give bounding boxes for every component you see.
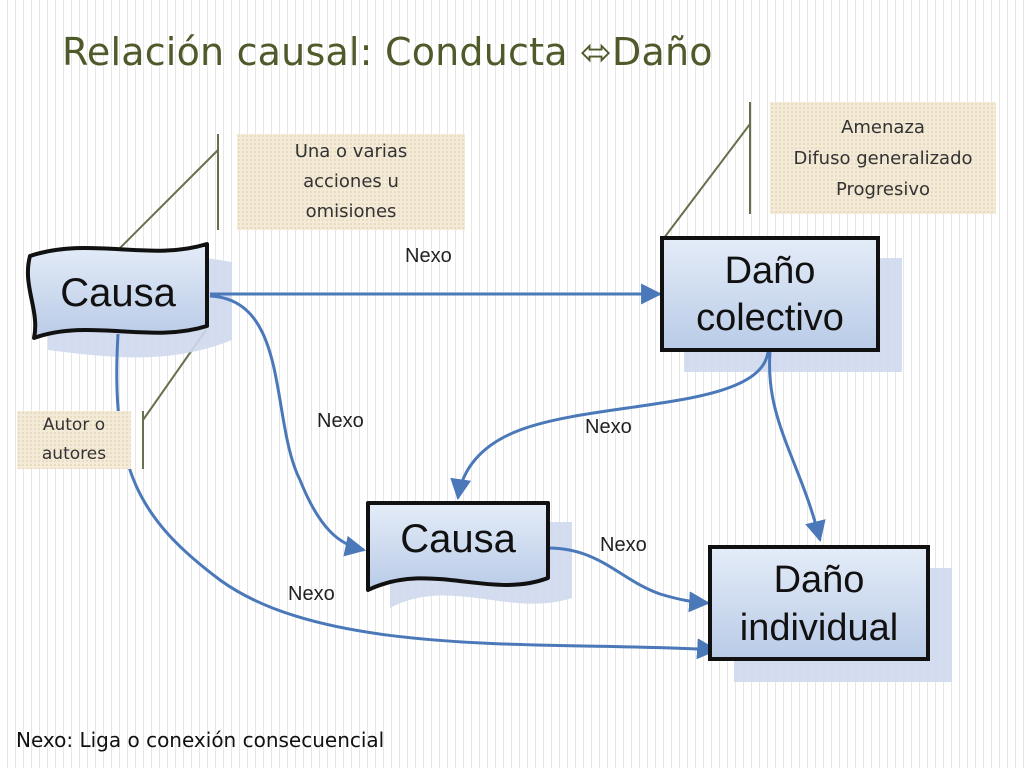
callout-amenaza-line1: Amenaza [841, 117, 925, 138]
node-causa-top: Causa [25, 242, 209, 340]
node-causa-bottom: Causa [366, 501, 550, 592]
callout-autor-line2: autores [41, 444, 107, 464]
edge-label-top: Nexo [405, 245, 452, 267]
footnote: Nexo: Liga o conexión consecuencial [16, 728, 385, 752]
arrow-dano-colectivo-to-dano-individual [768, 351, 826, 543]
callout-autor: Autor o autores [17, 411, 131, 469]
dano-colectivo-label-line2: colectivo [696, 297, 844, 339]
causa-top-shape [25, 242, 209, 340]
dano-colectivo-box [660, 236, 880, 352]
callout-amenaza: Amenaza Difuso generalizado Progresivo [770, 102, 996, 214]
callout-amenaza-line3: Progresivo [835, 179, 931, 200]
callout-amenaza-line2: Difuso generalizado [793, 148, 973, 169]
node-dano-colectivo: Daño colectivo [660, 236, 880, 352]
callout-acciones: Una o varias acciones u omisiones [237, 134, 465, 230]
causa-top-label: Causa [60, 271, 176, 315]
causa-bottom-label: Causa [400, 517, 516, 561]
edge-label-left: Nexo [317, 410, 364, 432]
arrow-dano-colectivo-to-causa-bottom [450, 351, 770, 501]
callout-acciones-line3: omisiones [305, 201, 397, 222]
dano-individual-label-line1: Daño [774, 559, 865, 601]
dano-individual-box [708, 545, 930, 661]
edge-label-middle: Nexo [585, 416, 632, 438]
node-dano-individual: Daño individual [708, 545, 930, 661]
arrow-causa-to-causa-bottom [209, 294, 367, 557]
dano-individual-label-line2: individual [740, 607, 898, 649]
dano-colectivo-label-line1: Daño [725, 250, 816, 292]
callout-acciones-line1: Una o varias [294, 141, 408, 162]
callout-autor-line1: Autor o [42, 415, 106, 435]
callout-leader-acciones [111, 149, 219, 257]
arrow-causa-to-dano-individual [115, 333, 719, 660]
edge-label-bottom: Nexo [288, 583, 335, 605]
callout-leader-amenaza [663, 123, 751, 239]
page-title: Relación causal: Conducta ⬄Daño [62, 30, 713, 74]
edge-label-right: Nexo [600, 534, 647, 556]
callout-acciones-line2: acciones u [303, 171, 399, 192]
causa-bottom-shape [366, 501, 550, 592]
arrow-causa-bottom-to-dano-individual [547, 546, 711, 613]
